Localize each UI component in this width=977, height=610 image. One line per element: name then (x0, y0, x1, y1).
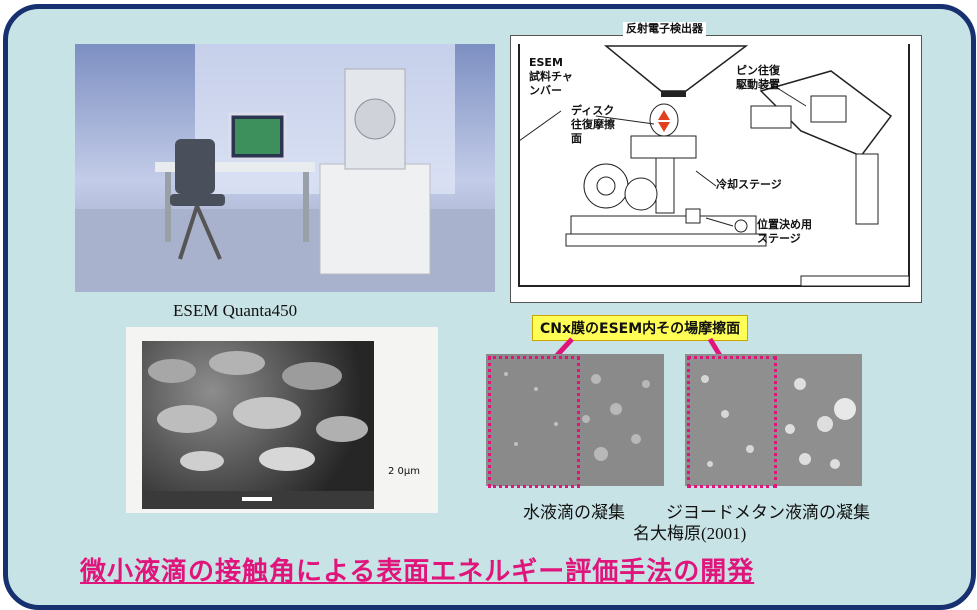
label-detector: 反射電子検出器 (623, 22, 706, 36)
label-disk: ディスク 往復摩擦 面 (571, 104, 615, 145)
droplet-shapes (142, 351, 374, 509)
diiodomethane-rubbing-region (687, 356, 777, 488)
photo-caption: ESEM Quanta450 (173, 301, 298, 320)
apparatus-schematic (518, 44, 910, 287)
slide-title: 微小液滴の接触角による表面エネルギー評価手法の開発 (80, 557, 755, 587)
label-chamber: ESEM 試料チャ ンバー (529, 56, 573, 97)
label-pin-drive: ピン往復 駆動装置 (736, 64, 780, 91)
diiodomethane-condensation-micrograph (685, 354, 862, 488)
water-droplet-pattern (504, 372, 650, 461)
esem-equipment-photo (75, 44, 495, 292)
caption-credit: 名大梅原(2001) (633, 524, 747, 543)
sem-micrograph (142, 341, 374, 509)
slide-frame: ESEM Quanta450 (3, 4, 976, 610)
label-cooling-stage: 冷却ステージ (716, 178, 782, 191)
water-rubbing-region (488, 356, 580, 488)
caption-diiodomethane: ジヨードメタン液滴の凝集 (666, 503, 870, 522)
label-positioning-stage: 位置決め用 ステージ (757, 218, 812, 245)
water-condensation-micrograph (486, 354, 664, 488)
cnx-callout: CNx膜のESEM内その場摩擦面 (532, 315, 749, 341)
esem-photo-graphic (75, 44, 495, 292)
diiodomethane-droplet-pattern (701, 375, 856, 469)
apparatus-diagram: 反射電子検出器 ESEM 試料チャ ンバー ピン往復 駆動装置 ディスク 往復摩… (510, 22, 922, 303)
sem-scale-label: 2 0μm (388, 466, 421, 477)
sem-droplet-image: 2 0μm (126, 327, 438, 513)
caption-water: 水液滴の凝集 (523, 503, 625, 522)
